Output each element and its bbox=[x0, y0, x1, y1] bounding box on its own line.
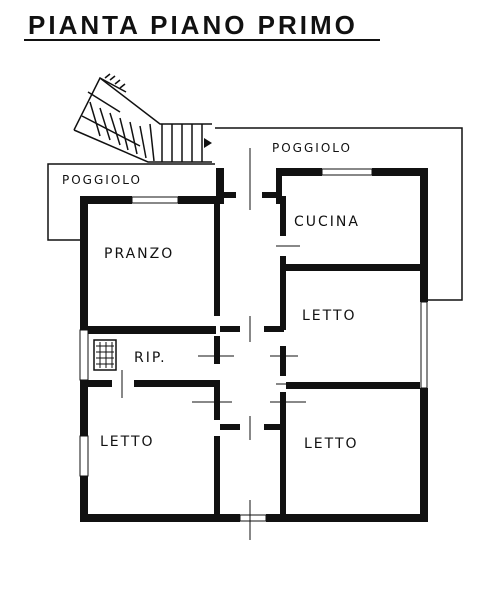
stairs-icon bbox=[73, 73, 212, 163]
door-markers bbox=[121, 148, 306, 540]
vent-grate-icon bbox=[93, 339, 117, 371]
label-rip: RIP. bbox=[134, 350, 167, 366]
label-letto-right-lower: LETTO bbox=[304, 436, 359, 452]
plan-title: PIANTA PIANO PRIMO bbox=[28, 10, 358, 40]
label-letto-right-upper: LETTO bbox=[302, 308, 357, 324]
balcony-outlines bbox=[47, 127, 463, 301]
label-letto-left: LETTO bbox=[100, 434, 155, 450]
label-poggiolo-left: POGGIOLO bbox=[62, 173, 142, 187]
windows bbox=[79, 168, 428, 522]
label-poggiolo-top: POGGIOLO bbox=[272, 141, 352, 155]
label-cucina: CUCINA bbox=[294, 214, 360, 230]
walls bbox=[80, 168, 428, 522]
label-pranzo: PRANZO bbox=[104, 246, 174, 262]
